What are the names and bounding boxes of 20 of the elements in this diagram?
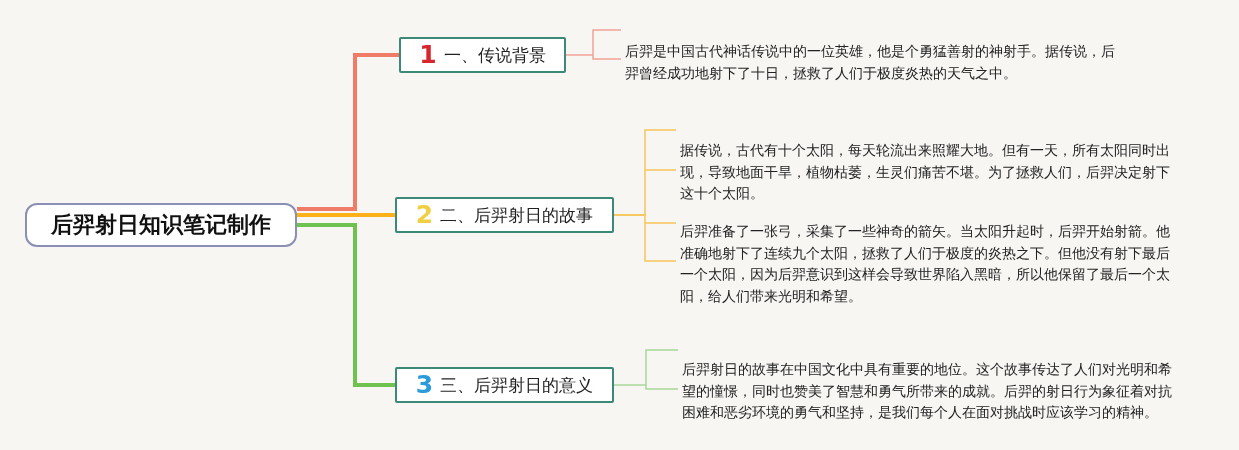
topic-title: 二、后羿射日的故事 bbox=[440, 204, 594, 226]
connector-line bbox=[613, 349, 679, 390]
note-text: 后羿射日的故事在中国文化中具有重要的地位。这个故事传达了人们对光明和希望的憧憬，同时也赞美了智慧和勇气所带来的成就。后羿的射日行为象征着对抗困难和恶劣环境的勇气和坚持，是我们每个人在面对挑战时应该学习的精神。 bbox=[678, 359, 1178, 424]
topic-box bbox=[395, 197, 614, 233]
topic-box bbox=[395, 367, 614, 403]
connector-line bbox=[297, 213, 395, 217]
number-marker: 3 bbox=[415, 372, 434, 398]
note-text: 后羿准备了一张弓，采集了一些神奇的箭矢。当太阳升起时，后羿开始射箭。他准确地射下了连续九个太阳，拯救了人们于极度的炎热之下。但他没有射下最后一个太阳，因为后羿意识到这样会导致世界陷入黑暗，所以他保留了最后一个太阳，给人们带来光明和希望。 bbox=[676, 221, 1176, 307]
central-topic: 后羿射日知识笔记制作 bbox=[25, 203, 297, 247]
number-marker: 2 bbox=[415, 202, 434, 228]
connector-line bbox=[565, 29, 622, 60]
number-marker: 1 bbox=[419, 42, 437, 68]
connector-line bbox=[297, 223, 395, 387]
connector-line bbox=[613, 214, 677, 262]
connector-line bbox=[297, 53, 399, 211]
note-text: 据传说，古代有十个太阳，每天轮流出来照耀大地。但有一天，所有太阳同时出现，导致地面干旱，植物枯萎，生灵们痛苦不堪。为了拯救人们，后羿决定射下这十个太阳。 bbox=[676, 140, 1176, 205]
note-text: 后羿是中国古代神话传说中的一位英雄，他是个勇猛善射的神射手。据传说，后羿曾经成功地射下了十日，拯救了人们于极度炎热的天气之中。 bbox=[621, 41, 1117, 84]
topic-title: 一、传说背景 bbox=[443, 44, 546, 66]
topic-box bbox=[399, 37, 566, 73]
topic-title: 三、后羿射日的意义 bbox=[440, 374, 594, 396]
